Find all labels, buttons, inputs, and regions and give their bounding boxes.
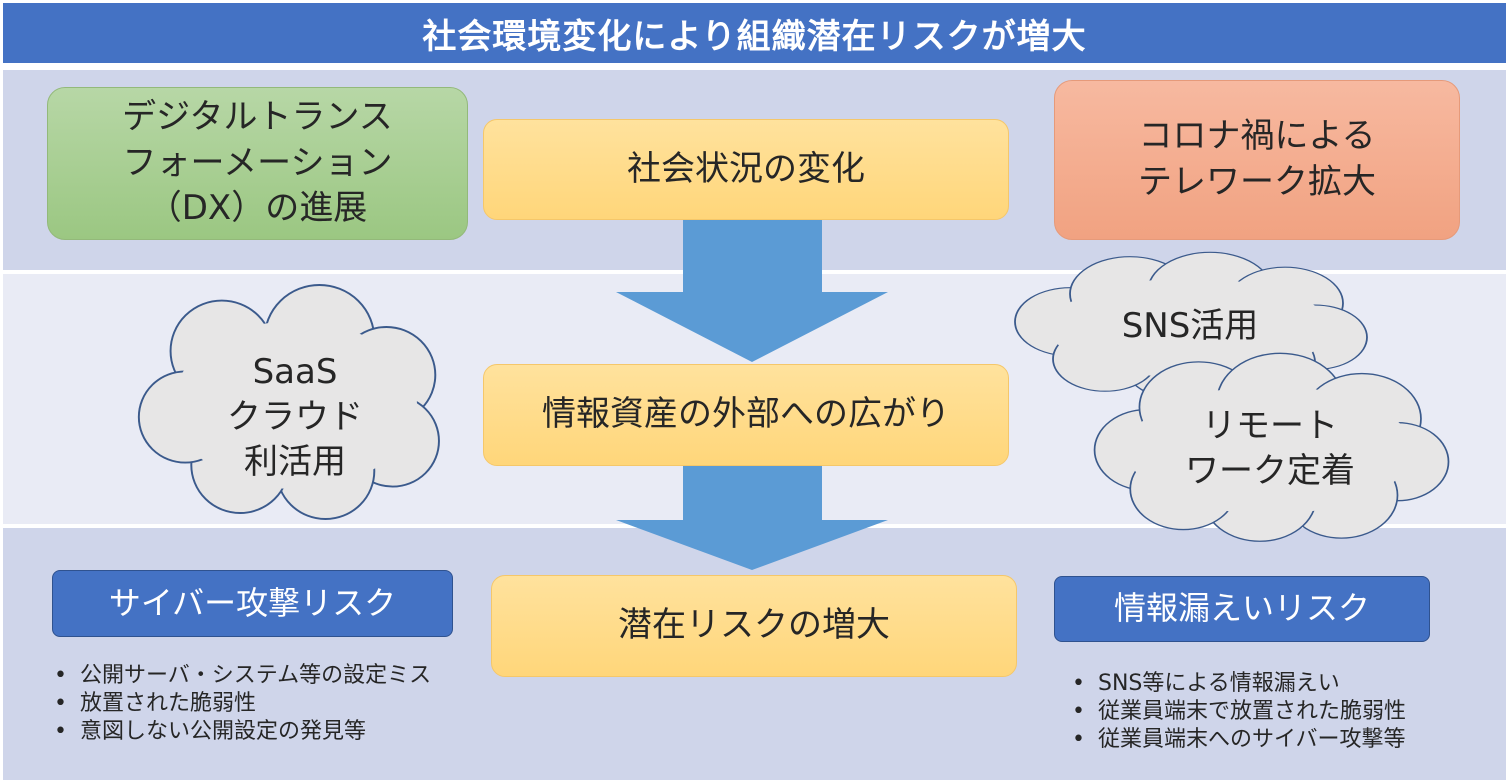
list-item: •従業員端末で放置された脆弱性 (1072, 699, 1407, 724)
bullet-icon: • (54, 719, 67, 744)
diagram-title: 社会環境変化により組織潜在リスクが増大 (3, 3, 1506, 63)
list-item: •放置された脆弱性 (54, 691, 257, 716)
saas-cloud-text: SaaS クラウド 利活用 (227, 352, 363, 482)
info-leak-risk-list: •SNS等による情報漏えい •従業員端末で放置された脆弱性 •従業員端末へのサイ… (1072, 670, 1406, 754)
remote-work-cloud-text: リモート ワーク定着 (1185, 406, 1355, 491)
list-item: •SNS等による情報漏えい (1072, 671, 1340, 696)
bullet-icon: • (54, 663, 67, 688)
dx-progress-box: デジタルトランス フォーメーション （DX）の進展 (47, 87, 468, 240)
cyber-risk-list: •公開サーバ・システム等の設定ミス •放置された脆弱性 •意図しない公開設定の発… (54, 662, 431, 746)
list-item: •意図しない公開設定の発見等 (54, 719, 367, 744)
sns-cloud-text: SNS活用 (1121, 306, 1259, 346)
down-arrow-lower (616, 466, 888, 570)
bullet-icon: • (1072, 727, 1085, 752)
latent-risk-box: 潜在リスクの増大 (491, 575, 1017, 677)
bullet-icon: • (1072, 699, 1085, 724)
list-item: •従業員端末へのサイバー攻撃等 (1072, 727, 1406, 752)
corona-telework-box: コロナ禍による テレワーク拡大 (1054, 80, 1460, 240)
cyber-attack-risk-label: サイバー攻撃リスク (52, 570, 453, 637)
down-arrow-upper (616, 220, 888, 362)
social-change-box: 社会状況の変化 (483, 119, 1009, 220)
cloud-remote (1093, 352, 1450, 542)
bullet-icon: • (54, 691, 67, 716)
info-asset-spread-box: 情報資産の外部への広がり (483, 364, 1009, 466)
bullet-icon: • (1072, 671, 1085, 696)
list-item: •公開サーバ・システム等の設定ミス (54, 663, 432, 688)
cloud-saas (137, 284, 440, 520)
info-leak-risk-label: 情報漏えいリスク (1054, 576, 1430, 642)
